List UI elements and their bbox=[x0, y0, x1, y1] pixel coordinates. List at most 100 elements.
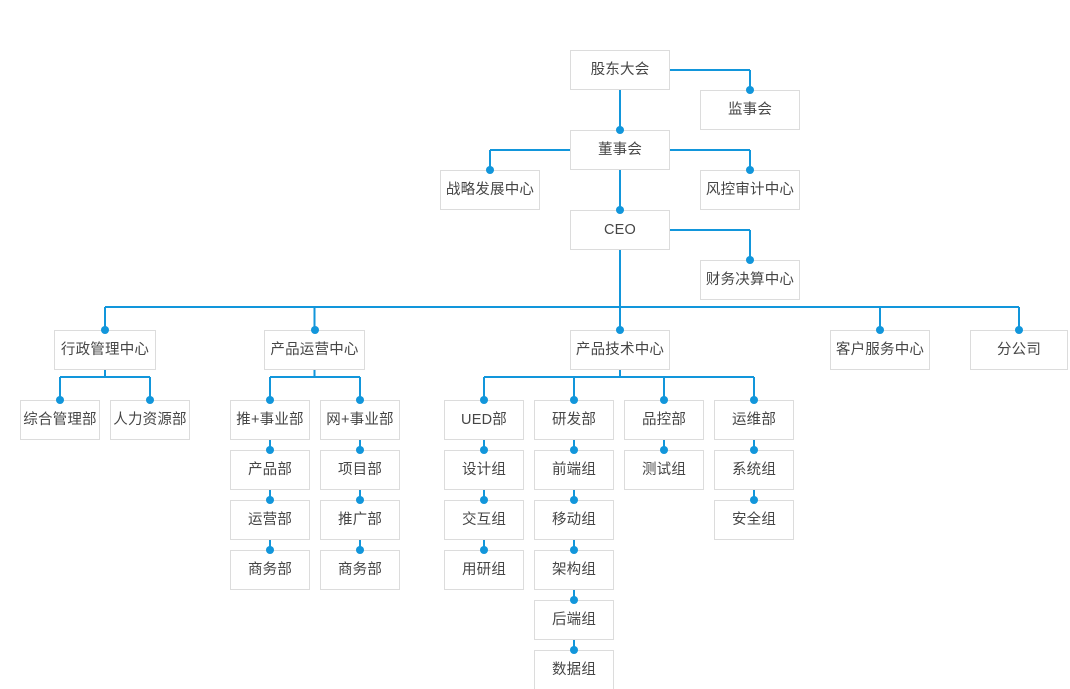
node-branch-company[interactable]: 分公司 bbox=[970, 330, 1068, 370]
node-project-dept[interactable]: 项目部 bbox=[320, 450, 400, 490]
node-interaction-team[interactable]: 交互组 bbox=[444, 500, 524, 540]
node-data-team[interactable]: 数据组 bbox=[534, 650, 614, 689]
connector-dot-ceo bbox=[616, 206, 624, 214]
node-wang-bu[interactable]: 网+事业部 bbox=[320, 400, 400, 440]
node-business-dept-a[interactable]: 商务部 bbox=[230, 550, 310, 590]
connector-dot-product-dept bbox=[266, 446, 274, 454]
node-ops-dept[interactable]: 运维部 bbox=[714, 400, 794, 440]
node-label: 运营部 bbox=[247, 511, 293, 528]
node-label: 用研组 bbox=[461, 561, 507, 578]
node-label: 战略发展中心 bbox=[445, 181, 535, 198]
node-label: 产品技术中心 bbox=[575, 341, 665, 358]
connector-dot-ued-dept bbox=[480, 396, 488, 404]
node-product-ops-center[interactable]: 产品运营中心 bbox=[264, 330, 365, 370]
connector-dot-strategy-center bbox=[486, 166, 494, 174]
node-label: 分公司 bbox=[996, 341, 1042, 358]
connector-dot-risk-audit-center bbox=[746, 166, 754, 174]
connector-dot-promotion-dept bbox=[356, 496, 364, 504]
node-risk-audit-center[interactable]: 风控审计中心 bbox=[700, 170, 800, 210]
node-label: 后端组 bbox=[551, 611, 597, 628]
node-business-dept-b[interactable]: 商务部 bbox=[320, 550, 400, 590]
node-label: 设计组 bbox=[461, 461, 507, 478]
node-backend-team[interactable]: 后端组 bbox=[534, 600, 614, 640]
node-architecture-team[interactable]: 架构组 bbox=[534, 550, 614, 590]
connector-dot-security-team bbox=[750, 496, 758, 504]
node-label: 财务决算中心 bbox=[705, 271, 795, 288]
connector-dot-qa-dept bbox=[660, 396, 668, 404]
connector-dot-product-tech-center bbox=[616, 326, 624, 334]
connector-dot-project-dept bbox=[356, 446, 364, 454]
node-tui-bu[interactable]: 推+事业部 bbox=[230, 400, 310, 440]
connector-dot-tui-bu bbox=[266, 396, 274, 404]
node-ceo[interactable]: CEO bbox=[570, 210, 670, 250]
connector-dot-mobile-team bbox=[570, 496, 578, 504]
node-product-tech-center[interactable]: 产品技术中心 bbox=[570, 330, 670, 370]
connector-dot-design-team bbox=[480, 446, 488, 454]
node-label: 测试组 bbox=[641, 461, 687, 478]
connector-dot-user-research-team bbox=[480, 546, 488, 554]
connector-dot-rd-dept bbox=[570, 396, 578, 404]
node-label: 人力资源部 bbox=[113, 411, 187, 428]
node-label: 品控部 bbox=[641, 411, 687, 428]
node-admin-center[interactable]: 行政管理中心 bbox=[54, 330, 156, 370]
node-test-team[interactable]: 测试组 bbox=[624, 450, 704, 490]
connector-dot-data-team bbox=[570, 646, 578, 654]
connector-dot-ops-dept bbox=[750, 396, 758, 404]
node-label: 数据组 bbox=[551, 661, 597, 678]
connector-dot-frontend-team bbox=[570, 446, 578, 454]
node-label: 系统组 bbox=[731, 461, 777, 478]
node-strategy-center[interactable]: 战略发展中心 bbox=[440, 170, 540, 210]
node-product-dept[interactable]: 产品部 bbox=[230, 450, 310, 490]
node-hr-dept[interactable]: 人力资源部 bbox=[110, 400, 190, 440]
node-label: 产品部 bbox=[247, 461, 293, 478]
node-mobile-team[interactable]: 移动组 bbox=[534, 500, 614, 540]
node-customer-service-center[interactable]: 客户服务中心 bbox=[830, 330, 930, 370]
node-qa-dept[interactable]: 品控部 bbox=[624, 400, 704, 440]
connector-dot-interaction-team bbox=[480, 496, 488, 504]
node-label: 推广部 bbox=[337, 511, 383, 528]
connector-dot-general-admin-dept bbox=[56, 396, 64, 404]
connector-dot-backend-team bbox=[570, 596, 578, 604]
node-frontend-team[interactable]: 前端组 bbox=[534, 450, 614, 490]
connector-dot-customer-service-center bbox=[876, 326, 884, 334]
node-label: 网+事业部 bbox=[326, 411, 394, 428]
connector-dot-hr-dept bbox=[146, 396, 154, 404]
connector-dot-business-dept-a bbox=[266, 546, 274, 554]
node-security-team[interactable]: 安全组 bbox=[714, 500, 794, 540]
node-general-admin-dept[interactable]: 综合管理部 bbox=[20, 400, 100, 440]
node-label: 研发部 bbox=[551, 411, 597, 428]
node-finance-center[interactable]: 财务决算中心 bbox=[700, 260, 800, 300]
node-label: UED部 bbox=[461, 411, 507, 428]
node-supervisory-board[interactable]: 监事会 bbox=[700, 90, 800, 130]
node-shareholders-meeting[interactable]: 股东大会 bbox=[570, 50, 670, 90]
connector-dot-supervisory-board bbox=[746, 86, 754, 94]
connector-dot-business-dept-b bbox=[356, 546, 364, 554]
node-label: 客户服务中心 bbox=[835, 341, 925, 358]
connector-dot-board-of-directors bbox=[616, 126, 624, 134]
connector-dot-admin-center bbox=[101, 326, 109, 334]
node-promotion-dept[interactable]: 推广部 bbox=[320, 500, 400, 540]
node-board-of-directors[interactable]: 董事会 bbox=[570, 130, 670, 170]
node-label: 行政管理中心 bbox=[60, 341, 150, 358]
node-label: 股东大会 bbox=[590, 61, 650, 78]
node-label: 前端组 bbox=[551, 461, 597, 478]
node-design-team[interactable]: 设计组 bbox=[444, 450, 524, 490]
node-ued-dept[interactable]: UED部 bbox=[444, 400, 524, 440]
node-label: 董事会 bbox=[597, 141, 643, 158]
connector-dot-architecture-team bbox=[570, 546, 578, 554]
node-operations-dept[interactable]: 运营部 bbox=[230, 500, 310, 540]
node-label: 综合管理部 bbox=[23, 411, 97, 428]
node-user-research-team[interactable]: 用研组 bbox=[444, 550, 524, 590]
node-label: CEO bbox=[603, 221, 637, 238]
node-label: 架构组 bbox=[551, 561, 597, 578]
connector-dot-test-team bbox=[660, 446, 668, 454]
node-label: 运维部 bbox=[731, 411, 777, 428]
node-system-team[interactable]: 系统组 bbox=[714, 450, 794, 490]
node-label: 商务部 bbox=[247, 561, 293, 578]
node-label: 项目部 bbox=[337, 461, 383, 478]
node-rd-dept[interactable]: 研发部 bbox=[534, 400, 614, 440]
node-label: 安全组 bbox=[731, 511, 777, 528]
node-label: 交互组 bbox=[461, 511, 507, 528]
connector-dot-wang-bu bbox=[356, 396, 364, 404]
